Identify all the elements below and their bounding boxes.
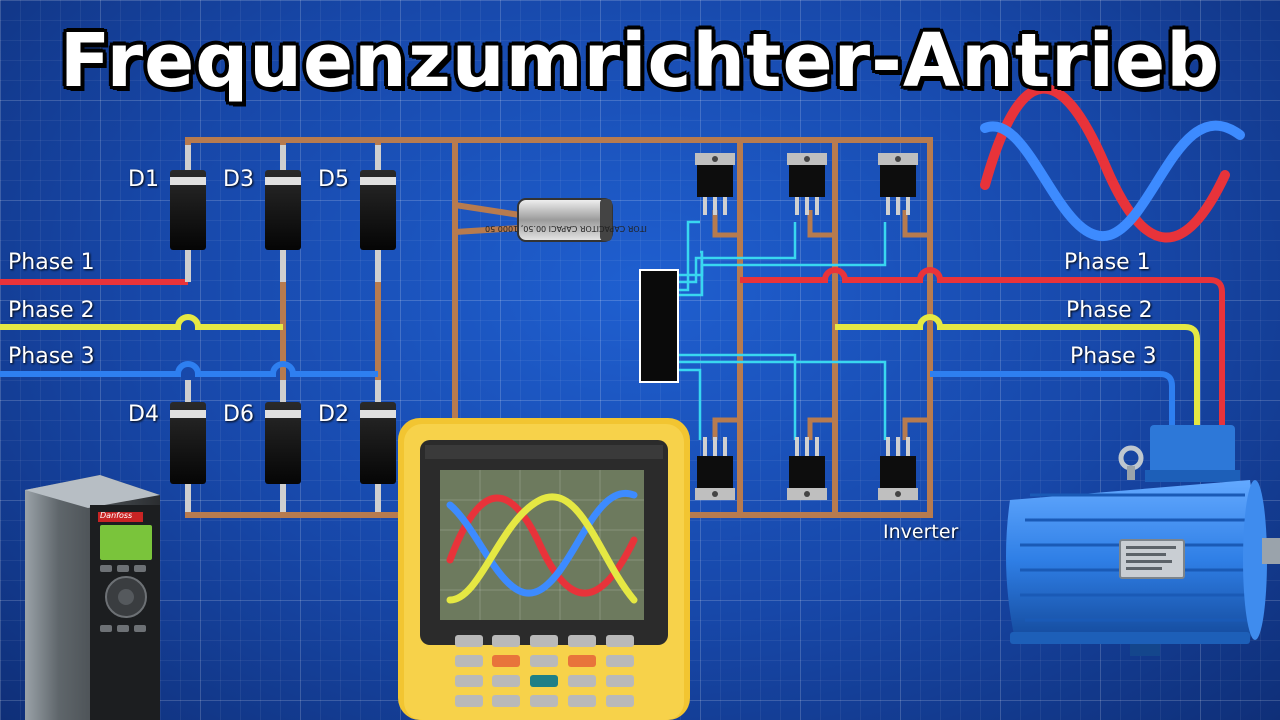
inverter-stubs — [712, 210, 930, 440]
igbt-transistors — [695, 153, 918, 500]
vfd-brand-label: Danfoss — [100, 511, 133, 520]
frequency-drive-icon — [25, 475, 160, 720]
oscilloscope-icon — [398, 418, 690, 720]
transistor-q5 — [878, 153, 918, 215]
transistor-q4 — [695, 437, 735, 500]
output-phase-3-label: Phase 3 — [1070, 344, 1157, 369]
transistor-q2 — [878, 437, 918, 500]
input-phase-3-label: Phase 3 — [8, 344, 95, 369]
capacitor-text: ITOR CAPACITOR CAPACI 00.50, 1000 50 — [485, 224, 647, 233]
diode-d2-label: D2 — [318, 402, 349, 427]
output-phase-2-label: Phase 2 — [1066, 298, 1153, 323]
input-phase-1-label: Phase 1 — [8, 250, 95, 275]
diode-d4 — [170, 380, 206, 512]
transistor-q6 — [787, 437, 827, 500]
diode-d1 — [170, 145, 206, 282]
input-phase-wires — [0, 279, 378, 377]
inverter-label: Inverter — [883, 521, 959, 543]
sine-wave-icon — [980, 83, 1245, 243]
diode-d4-label: D4 — [128, 402, 159, 427]
gate-driver-chip — [639, 269, 679, 383]
output-phase-1-label: Phase 1 — [1064, 250, 1151, 275]
diode-d3 — [265, 145, 301, 282]
diode-d1-label: D1 — [128, 167, 159, 192]
diode-d2 — [360, 380, 396, 512]
diode-d6-label: D6 — [223, 402, 254, 427]
rectifier-diodes — [170, 145, 396, 512]
transistor-q1 — [695, 153, 735, 215]
output-phase-wires — [740, 267, 1225, 430]
diode-d5-label: D5 — [318, 167, 349, 192]
dc-link-capacitor: ITOR CAPACITOR CAPACI 00.50, 1000 50 — [485, 198, 647, 242]
diode-d3-label: D3 — [223, 167, 254, 192]
diode-d5 — [360, 145, 396, 282]
page-title: Frequenzumrichter-Antrieb — [59, 18, 1221, 104]
diode-d6 — [265, 380, 301, 512]
input-phase-2-label: Phase 2 — [8, 298, 95, 323]
gate-wires — [678, 220, 887, 440]
electric-motor-icon — [1006, 425, 1280, 656]
transistor-q3 — [787, 153, 827, 215]
